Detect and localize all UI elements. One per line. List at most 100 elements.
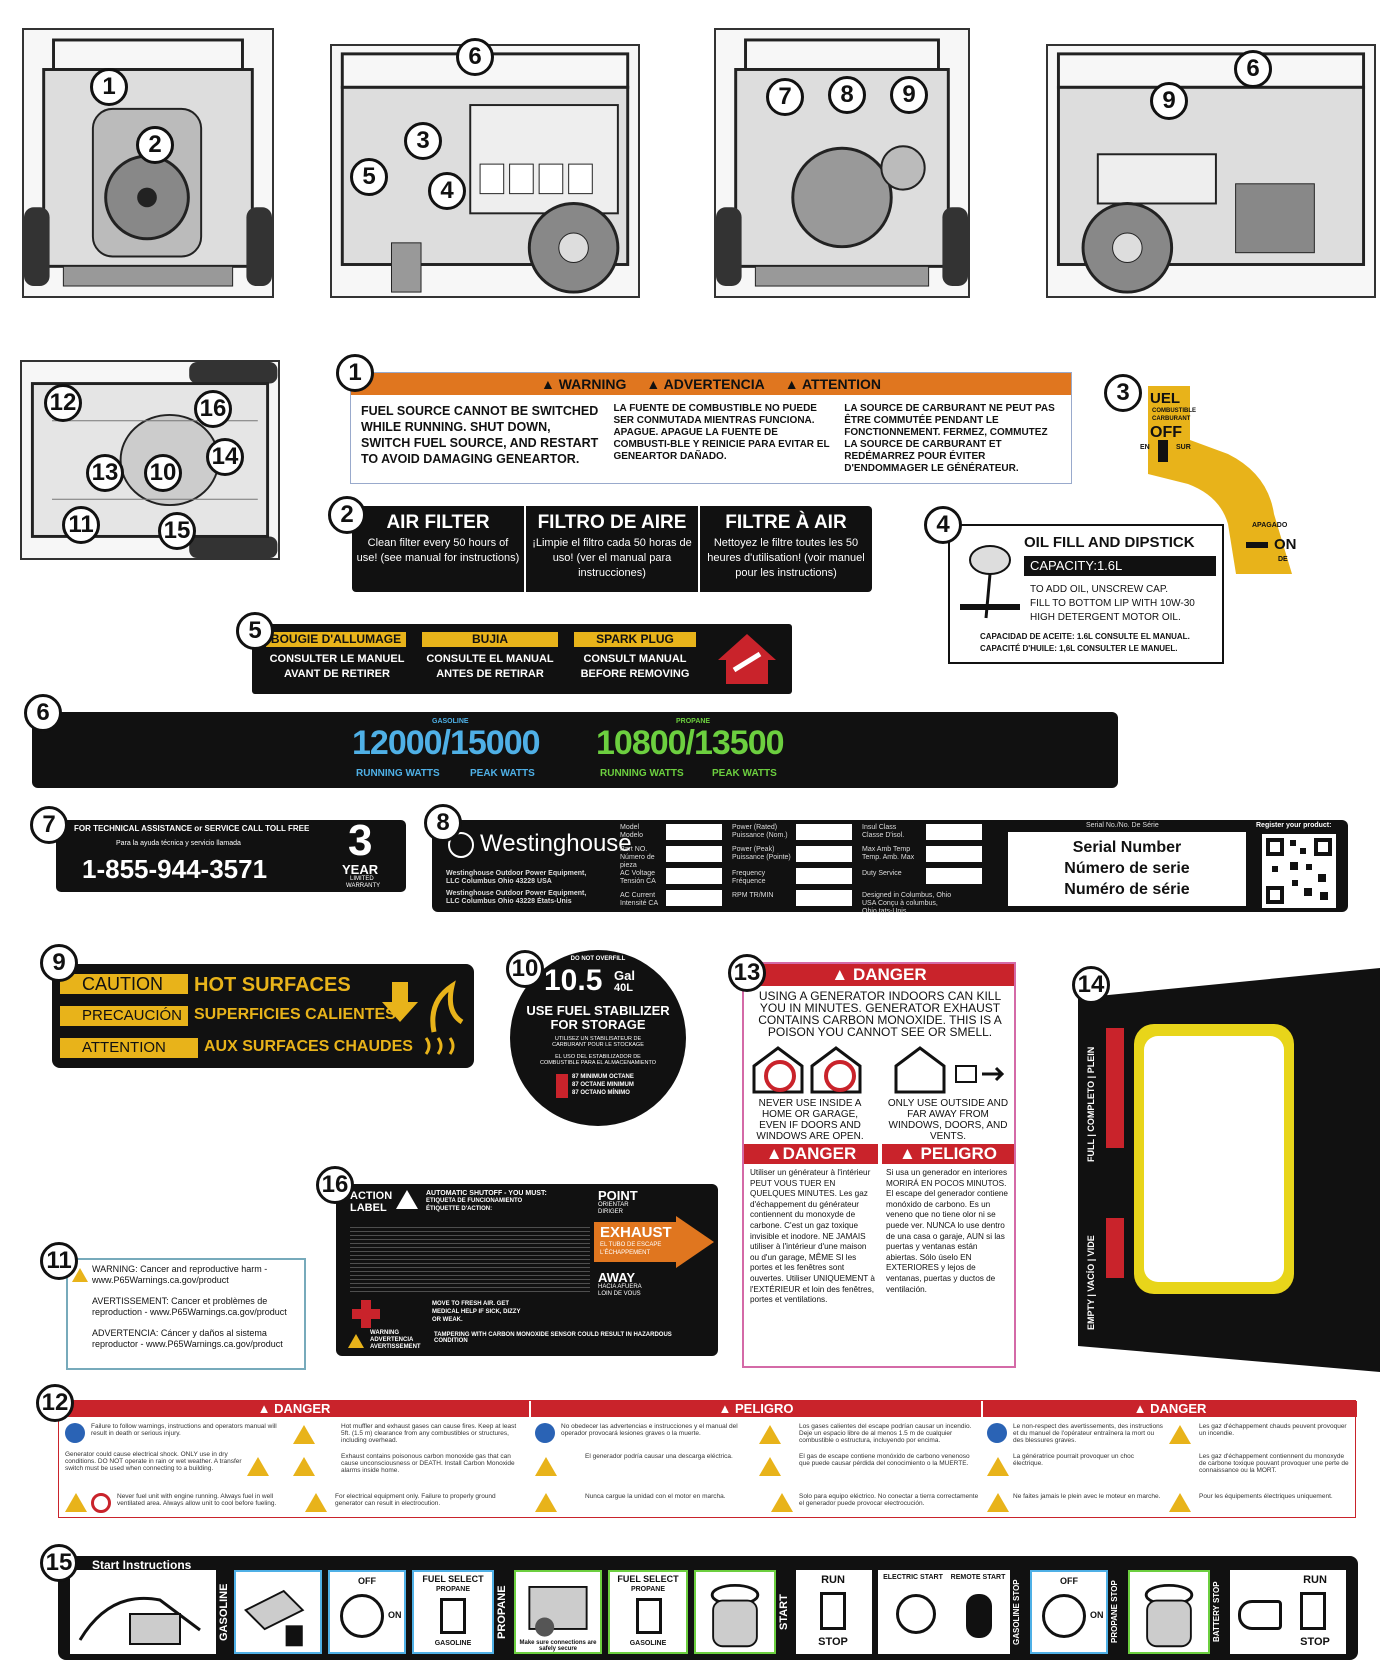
action-label-title: ACTION LABEL (350, 1190, 393, 1214)
strip-es-cell-6: Solo para equipo eléctrico. No conectar … (799, 1493, 979, 1507)
start-instructions-title: Start Instructions (92, 1558, 192, 1572)
spec-box-c3r3 (926, 868, 982, 884)
warning-title: ▲ WARNING (540, 376, 627, 392)
exhaust-side-drawing (1056, 52, 1366, 294)
only-outside-text: ONLY USE OUTSIDE AND FAR AWAY FROM WINDO… (887, 1098, 1009, 1142)
strip-fr-warn-icon-5 (987, 1493, 1009, 1512)
co-danger-header: ▲ DANGER (744, 964, 1014, 986)
strip-en-cell-3: Generator could cause electrical shock. … (65, 1451, 242, 1472)
prop-peak-watts: PEAK WATTS (712, 768, 777, 779)
fuel-source-warning-label: ▲ WARNING ▲ ADVERTENCIA ▲ ATTENTION FUEL… (350, 372, 1072, 484)
fuel-gauge-full-text: FULL | COMPLETO | PLEIN (1086, 1046, 1096, 1162)
attention-text: AUX SURFACES CHAUDES (204, 1038, 413, 1055)
strip-es-cell-5: Nunca cargue la unidad con el motor en m… (585, 1493, 726, 1500)
spec-col1-row3: AC Voltage Tensión CA (620, 870, 656, 885)
exhaust-text: EXHAUST (600, 1224, 672, 1241)
callout-14: 14 (1072, 966, 1110, 1004)
callout-1: 1 (336, 354, 374, 392)
callout-2: 2 (328, 496, 366, 534)
start-panel-fuel-valve (234, 1570, 322, 1654)
stop-dial-off: OFF (1060, 1576, 1078, 1586)
co-danger-es-text: Si usa un generador en interiores MORIRÁ… (886, 1168, 1008, 1294)
stop-dial-icon (1042, 1594, 1086, 1638)
auto-shutoff-title: AUTOMATIC SHUTOFF - YOU MUST: (426, 1190, 547, 1197)
fuel-gauge-empty-text: EMPTY | VACÍO | VIDE (1086, 1235, 1096, 1330)
fuel-switch-label-shape (1148, 386, 1292, 574)
air-filter-text-en: Clean filter every 50 hours of use! (see… (356, 537, 520, 564)
battery-stop-vertical-label: BATTERY STOP (1212, 1581, 1221, 1643)
propane-generator-drawing (528, 1585, 588, 1637)
propane-connections-text: Make sure connections are safely secure (519, 1640, 597, 1652)
caution-text: HOT SURFACES (194, 974, 351, 996)
switch-on-bar (1246, 542, 1268, 548)
warning-text-en: FUEL SOURCE CANNOT BE SWITCHED WHILE RUN… (361, 404, 599, 466)
strip-en-warn-icon-3 (247, 1457, 269, 1476)
air-filter-es: FILTRO DE AIRE ¡Limpie el filtro cada 50… (524, 506, 698, 592)
callout-9: 9 (40, 944, 78, 982)
warranty-limited-text: LIMITED (350, 876, 374, 882)
spec-box-c2r3 (796, 868, 852, 884)
callout-16: 16 (316, 1166, 354, 1204)
spec-col2-row2: Power (Peak) Puissance (Pointe) (732, 846, 791, 861)
fuel-switch-de-text: DE (1278, 556, 1288, 563)
strip-en-no-fire-icon (91, 1493, 111, 1513)
start-panel-gas-dial: OFF ON (328, 1570, 406, 1654)
strip-fr-cell-5: Ne faites jamais le plein avec le moteur… (1013, 1493, 1161, 1500)
warning-header-bar: ▲ WARNING ▲ ADVERTENCIA ▲ ATTENTION (351, 373, 1071, 395)
co-danger-fr-text: Utiliser un générateur à l'intérieur PEU… (750, 1168, 875, 1305)
prop65-warning-label: WARNING: Cancer and reproductive harm - … (66, 1258, 306, 1370)
action-fine-print (350, 1224, 590, 1294)
danger-strip-label: ▲ DANGER ▲ PELIGRO ▲ DANGER Failure to f… (58, 1400, 1357, 1518)
fuel-gal-unit: Gal (614, 968, 635, 983)
strip-fr-warn-icon-2 (1169, 1425, 1191, 1444)
octane-badge-icon (556, 1074, 568, 1098)
octane-3: 87 OCTANO MÍNIMO (572, 1090, 630, 1096)
serial-number-en: Serial Number (1072, 839, 1182, 856)
service-line-es: Para la ayuda técnica y servicio llamada (116, 840, 241, 847)
qr-code-icon (1262, 834, 1336, 908)
gas-dial-on: ON (388, 1610, 402, 1620)
callout-3-control: 3 (404, 122, 442, 160)
callout-11: 11 (40, 1242, 78, 1280)
strip-danger-en-header: ▲ DANGER (59, 1401, 529, 1417)
serial-header: Serial No./No. De Série (1086, 822, 1159, 829)
prop65-fr: AVERTISSEMENT: Cancer et problèmes de re… (92, 1296, 287, 1317)
air-filter-text-fr: Nettoyez le filtre toutes les 50 heures … (707, 537, 865, 579)
callout-12: 12 (36, 1384, 74, 1422)
callout-5: 5 (236, 612, 274, 650)
fuel-select-propane-1: PROPANE (435, 1586, 471, 1593)
strip-fr-icon-1 (987, 1423, 1007, 1443)
strip-es-cell-2: Los gases calientes del escape podrían c… (799, 1423, 972, 1444)
fuel-switch-sub1: COMBUSTIBLE (1152, 408, 1196, 414)
strip-es-warn-icon-6 (771, 1493, 793, 1512)
gas-running-watts: RUNNING WATTS (356, 768, 440, 779)
caution-tag: CAUTION (60, 974, 188, 994)
rear-view-drawing (716, 38, 968, 287)
co-action-label: ACTION LABEL AUTOMATIC SHUTOFF - YOU MUS… (336, 1184, 718, 1356)
spec-col3-row3: Duty Service (862, 870, 902, 877)
strip-fr-cell-2: Les gaz d'échappement chauds peuvent pro… (1199, 1423, 1347, 1437)
do-not-overfill: DO NOT OVERFILL (570, 956, 626, 962)
never-indoor-text: NEVER USE INSIDE A HOME OR GARAGE, EVEN … (756, 1098, 864, 1142)
strip-peligro-header: ▲ PELIGRO (531, 1401, 981, 1417)
prop65-warning-icon (72, 1268, 88, 1282)
oil-capacity-bar: CAPACITY:1.6L (1024, 556, 1216, 576)
strip-en-warn-icon-2 (293, 1425, 315, 1444)
tamper-text: TAMPERING WITH CARBON MONOXIDE SENSOR CO… (434, 1332, 672, 1344)
gasoline-watts: 12000/15000 (352, 724, 541, 762)
strip-fr-warn-icon-3 (987, 1457, 1009, 1476)
fuel-stabilizer-es: EL USO DEL ESTABILIZADOR DE COMBUSTIBLE … (539, 1054, 657, 1066)
propane-vertical-label: PROPANE (496, 1585, 508, 1639)
fuel-stabilizer-fr: UTILISEZ UN STABILISATEUR DE CARBURANT P… (552, 1036, 644, 1048)
callout-8: 8 (424, 804, 462, 842)
callout-9-exhaust: 9 (1150, 82, 1188, 120)
wattage-label: GASOLINE 12000/15000 RUNNING WATTS PEAK … (32, 712, 1118, 788)
electric-start-text: ELECTRIC START (883, 1574, 943, 1581)
fuel-select-switch-icon-1 (440, 1598, 466, 1634)
start-panel-fuel-select-prop: FUEL SELECT PROPANE GASOLINE (608, 1570, 688, 1654)
start-panel-tank-valve (694, 1570, 776, 1654)
spark-plug-title-en: SPARK PLUG (574, 632, 696, 647)
away-fr-text: LOIN DE VOUS (598, 1291, 641, 1297)
strip-en-cell-4: Exhaust contains poisonous carbon monoxi… (341, 1453, 515, 1474)
spark-plug-text-es: CONSULTE EL MANUAL ANTES DE RETIRAR (426, 653, 554, 680)
